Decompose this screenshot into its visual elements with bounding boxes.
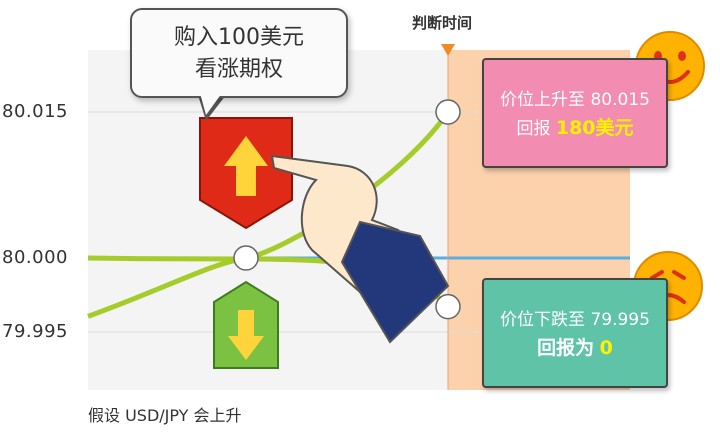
callout-line-2: 看涨期权 [194, 57, 283, 82]
y-tick-label-79995: 79.995 [2, 321, 68, 342]
rise-outcome-box: 价位上升至 80.015 回报 180美元 [482, 58, 668, 168]
speech-callout: 购入100美元 看涨期权 [130, 8, 348, 98]
y-tick-label-80000: 80.000 [2, 247, 68, 268]
fall-outcome-text: 价位下跌至 79.995 [500, 310, 650, 330]
rise-end-point [435, 99, 461, 125]
fall-end-point [435, 293, 461, 320]
down-arrow-icon [213, 280, 279, 369]
pointing-hand-icon [270, 154, 450, 344]
assumption-footer: 假设 USD/JPY 会上升 [88, 406, 242, 425]
rise-return-label: 回报 [516, 119, 551, 139]
fall-outcome-box: 价位下跌至 79.995 回报为 0 [482, 278, 668, 388]
fall-return-value: 0 [599, 337, 613, 359]
judgment-time-marker-icon [441, 44, 455, 56]
judgment-time-label: 判断时间 [412, 14, 473, 32]
fall-return-label: 回报为 [537, 337, 595, 359]
callout-line-1: 购入100美元 [174, 25, 304, 50]
up-arrow-icon [199, 117, 293, 230]
rise-outcome-text: 价位上升至 80.015 [500, 90, 650, 110]
y-tick-label-80015: 80.015 [2, 101, 68, 122]
rise-return-value: 180美元 [555, 117, 634, 139]
start-point [233, 245, 259, 271]
callout-tail-inner [200, 93, 222, 115]
